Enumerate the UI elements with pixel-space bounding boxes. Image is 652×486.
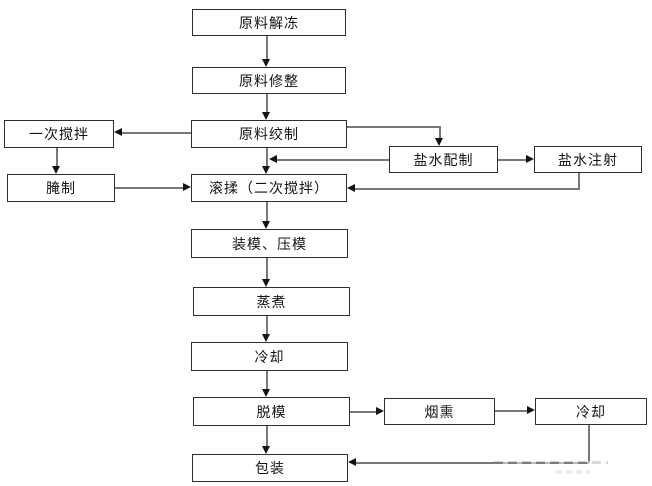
edge-smoke-cool-2-arrowhead-icon xyxy=(527,406,535,414)
node-smoke: 烟熏 xyxy=(384,398,495,425)
edge-demold-pack-line xyxy=(266,426,268,446)
watermark-smudge xyxy=(556,470,590,474)
edge-cool-2-pack-vline xyxy=(588,425,590,463)
node-grind: 原料绞制 xyxy=(191,120,347,148)
edge-first-mix-cure-line xyxy=(56,148,58,166)
node-thaw-label: 原料解冻 xyxy=(239,15,299,32)
edge-grind-first-mix-arrowhead-icon xyxy=(114,128,122,136)
edge-brine-prep-tumble-line xyxy=(277,159,389,161)
edge-brine-inject-tumble-arrowhead-icon xyxy=(347,184,355,192)
edge-grind-brine-prep-arrowhead-icon xyxy=(435,138,443,146)
edge-demold-pack-arrowhead-icon xyxy=(262,446,270,454)
edge-grind-tumble-arrowhead-icon xyxy=(262,166,270,174)
edge-cool-1-demold-arrowhead-icon xyxy=(262,389,270,397)
edge-demold-smoke-arrowhead-icon xyxy=(376,407,384,415)
node-pack-label: 包装 xyxy=(255,461,285,477)
edge-cool-2-pack-arrowhead-icon xyxy=(348,458,356,466)
node-brine-inject: 盐水注射 xyxy=(534,146,642,173)
node-first-mix-label: 一次搅拌 xyxy=(29,127,89,143)
node-steam-label: 蒸煮 xyxy=(256,294,287,311)
edge-grind-brine-prep-hline xyxy=(347,126,440,128)
edge-thaw-trim-line xyxy=(266,36,268,59)
node-steam: 蒸煮 xyxy=(193,287,350,316)
node-tumble-label: 滚揉（二次搅拌） xyxy=(209,181,329,197)
edge-cure-tumble-arrowhead-icon xyxy=(183,183,191,191)
node-pack: 包装 xyxy=(192,454,348,482)
edge-cool-1-demold-line xyxy=(266,371,268,389)
edge-tumble-mold-press-line xyxy=(266,202,268,221)
edge-tumble-mold-press-arrowhead-icon xyxy=(262,221,270,229)
node-first-mix: 一次搅拌 xyxy=(4,120,114,148)
edge-first-mix-cure-arrowhead-icon xyxy=(52,166,60,174)
node-demold: 脱模 xyxy=(193,397,350,426)
node-cure: 腌制 xyxy=(7,174,115,202)
node-cool-1: 冷却 xyxy=(191,342,348,371)
node-brine-prep: 盐水配制 xyxy=(389,146,498,173)
watermark xyxy=(494,456,608,468)
edge-grind-tumble-line xyxy=(266,148,268,166)
node-smoke-label: 烟熏 xyxy=(424,404,455,421)
node-grind-label: 原料绞制 xyxy=(239,127,299,143)
edge-mold-press-steam-line xyxy=(266,258,268,279)
node-demold-label: 脱模 xyxy=(256,404,287,421)
edge-cool-2-pack-hline xyxy=(356,462,589,464)
edge-trim-grind-arrowhead-icon xyxy=(262,112,270,120)
edge-brine-prep-brine-inject-line xyxy=(498,159,526,161)
edge-grind-first-mix-line xyxy=(122,132,191,134)
node-brine-inject-label: 盐水注射 xyxy=(558,152,618,169)
node-thaw: 原料解冻 xyxy=(192,9,346,36)
node-cool-1-label: 冷却 xyxy=(254,349,285,366)
edge-steam-cool-1-line xyxy=(266,316,268,334)
node-mold-press-label: 装模、压模 xyxy=(232,236,307,253)
node-brine-prep-label: 盐水配制 xyxy=(413,152,474,169)
node-cool-2: 冷却 xyxy=(535,398,647,425)
edge-mold-press-steam-arrowhead-icon xyxy=(262,279,270,287)
edge-brine-prep-brine-inject-arrowhead-icon xyxy=(526,155,534,163)
edge-steam-cool-1-arrowhead-icon xyxy=(262,334,270,342)
edge-brine-inject-tumble-vline xyxy=(578,173,580,189)
edge-thaw-trim-arrowhead-icon xyxy=(262,59,270,67)
node-cure-label: 腌制 xyxy=(46,181,76,197)
edge-brine-inject-tumble-hline xyxy=(355,188,580,190)
edge-brine-prep-tumble-arrowhead-icon xyxy=(269,155,277,163)
edge-trim-grind-line xyxy=(266,94,268,112)
node-cool-2-label: 冷却 xyxy=(576,404,606,421)
node-trim-label: 原料修整 xyxy=(239,73,299,90)
edge-demold-smoke-line xyxy=(350,411,376,413)
node-trim: 原料修整 xyxy=(192,67,346,94)
node-tumble: 滚揉（二次搅拌） xyxy=(191,174,347,202)
node-mold-press: 装模、压模 xyxy=(191,229,348,258)
edge-cure-tumble-line xyxy=(115,187,183,189)
edge-grind-brine-prep-vline xyxy=(439,126,441,138)
edge-smoke-cool-2-line xyxy=(495,410,527,412)
